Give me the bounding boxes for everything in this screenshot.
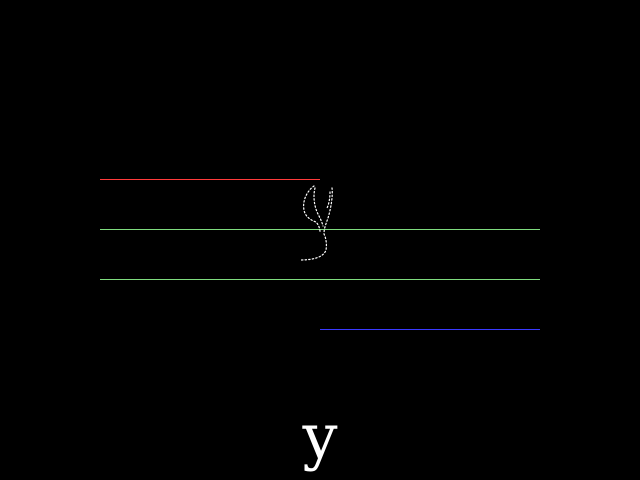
ascender-guide-line bbox=[100, 179, 320, 180]
traced-glyph-drawing bbox=[299, 185, 333, 261]
descender-guide-line bbox=[320, 329, 540, 330]
baseline-guide-line bbox=[100, 279, 540, 280]
glyph-stroke-tick bbox=[326, 191, 331, 209]
glyph-stroke-left bbox=[303, 185, 321, 233]
glyph-stroke-inner bbox=[313, 187, 324, 227]
target-letter: y bbox=[302, 400, 338, 473]
glyph-stroke-right bbox=[299, 187, 333, 261]
